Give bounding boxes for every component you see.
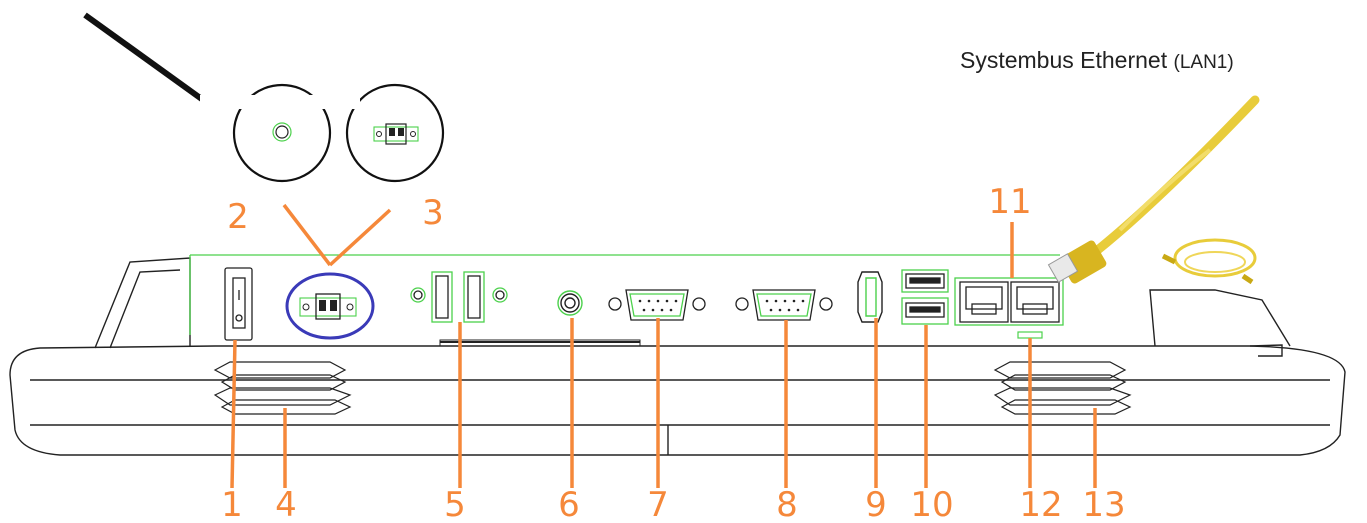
callout-3: 3 [422,193,444,233]
rj45-port-icon [954,277,1064,326]
callout-lines [282,203,392,267]
power-input-terminal [285,272,375,340]
caption-sub: (LAN1) [1173,52,1234,73]
callout-1: 1 [221,485,243,518]
callout-labels: 1 2 3 4 5 6 7 8 9 10 11 12 13 [221,182,1125,523]
vent-grille-icon-2 [993,361,1132,415]
callout-2: 2 [227,197,249,237]
callout-6: 6 [558,485,580,518]
callout-12: 12 [1019,485,1062,518]
db9-port-icon-2 [735,289,833,321]
terminal-block-icon [345,83,445,183]
usb-port-icon [410,271,508,323]
callout-lines-bottom [230,222,1097,489]
db9-port-icon [608,289,706,321]
callout-8: 8 [776,485,798,518]
callout-13: 13 [1082,485,1125,518]
power-switch-icon [224,267,253,341]
callout-11: 11 [988,182,1031,222]
ethernet-cable-icon [1047,95,1260,285]
device-chassis [9,257,1346,456]
callout-7: 7 [647,485,669,518]
pointer-line [83,12,212,108]
caption-main: Systembus Ethernet [960,47,1168,73]
led-indicator-icon [1017,331,1043,339]
audio-jack-icon [557,290,583,316]
callout-10: 10 [910,485,953,518]
usb-port-icon-stack [901,269,949,325]
hdmi-port-icon [857,271,883,323]
callout-9: 9 [865,485,887,518]
callout-5: 5 [444,485,466,518]
callout-4: 4 [275,485,297,518]
board-edge [189,254,1060,335]
ethernet-caption: Systembus Ethernet (LAN1) [960,47,1234,74]
